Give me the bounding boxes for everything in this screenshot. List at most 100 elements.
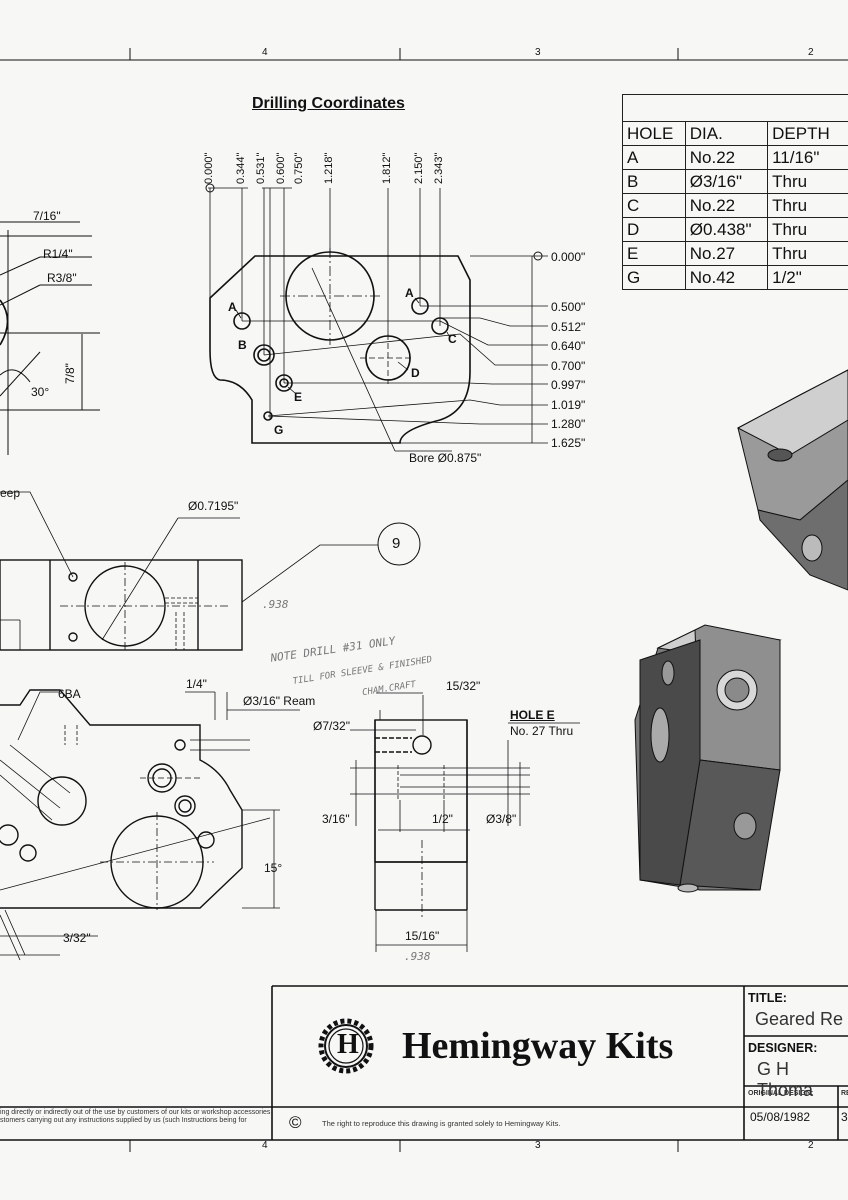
dia-label: Ø3/8": [486, 812, 517, 826]
table-header-cell: DIA.: [684, 121, 769, 146]
table-row: B Ø3/16" Thru: [622, 169, 848, 194]
hole-e-spec: No. 27 Thru: [510, 724, 574, 738]
table-cell: No.27: [684, 241, 769, 266]
bore-label: Bore Ø0.875": [409, 451, 482, 465]
table-cell: Thru: [767, 193, 848, 218]
table-cell: Ø3/16": [684, 169, 769, 194]
angle-label: 30°: [31, 385, 50, 399]
table-header-cell: DEPTH: [767, 121, 848, 146]
y-coord-label: 1.019": [551, 398, 586, 412]
table-row: D Ø0.438" Thru: [622, 217, 848, 242]
y-coord-label: 1.625": [551, 436, 586, 450]
zone-label-top: 3: [535, 47, 541, 58]
y-coord-label: 0.640": [551, 339, 586, 353]
table-cell: No.42: [684, 265, 769, 290]
x-coord-label: 2.150": [413, 152, 425, 184]
table-cell: B: [622, 169, 686, 194]
table-cell: No.22: [684, 145, 769, 170]
dia-label: Ø7/32": [313, 719, 350, 733]
disclaimer-text: ing directly or indirectly out of the us…: [0, 1109, 271, 1116]
logo-letter: H: [337, 1029, 359, 1060]
y-coord-label: 0.997": [551, 378, 586, 392]
x-coord-label: 2.343": [433, 152, 445, 184]
dim-label: 15/32": [446, 679, 481, 693]
hole-label-a: A: [405, 286, 414, 300]
dim-label: 15/16": [405, 929, 440, 943]
hand-note: .938: [262, 598, 289, 611]
x-coord-label: 0.600": [275, 152, 287, 184]
table-cell: No.22: [684, 193, 769, 218]
copyright-text: The right to reproduce this drawing is g…: [322, 1119, 561, 1128]
dim-label: 1/2": [432, 812, 453, 826]
x-coord-label: 0.000": [203, 152, 215, 184]
table-cell: Thru: [767, 217, 848, 242]
y-coord-label: 0.512": [551, 320, 586, 334]
radius-label: R3/8": [47, 271, 77, 285]
company-name: Hemingway Kits: [402, 1025, 674, 1067]
table-cell: 11/16": [767, 145, 848, 170]
table-cell: E: [622, 241, 686, 266]
drilling-title: Drilling Coordinates: [252, 95, 405, 112]
orig-design-label: ORIGINAL DESIGN:: [748, 1090, 814, 1097]
ream-label: Ø3/16" Ream: [243, 694, 316, 708]
table-row: E No.27 Thru: [622, 241, 848, 266]
hole-e-title: HOLE E: [510, 708, 555, 722]
disclaimer-text: stomers carrying out any instructions su…: [0, 1117, 247, 1124]
x-coord-label: 1.218": [323, 152, 335, 184]
dim-label: 3/32": [63, 931, 91, 945]
table-cell: A: [622, 145, 686, 170]
hole-label-b: B: [238, 338, 247, 352]
x-coord-label: 0.531": [255, 152, 267, 184]
copyright-icon: ©: [289, 1113, 302, 1132]
hole-table: HOLE DIA. DEPTH A No.22 11/16" B Ø3/16" …: [622, 94, 848, 290]
hole-label-d: D: [411, 366, 420, 380]
orig-design-value: 05/08/1982: [750, 1110, 811, 1124]
table-cell: Thru: [767, 169, 848, 194]
designer-label: DESIGNER:: [748, 1041, 818, 1055]
table-row: G No.42 1/2": [622, 265, 848, 290]
zone-label-top: 4: [262, 47, 268, 58]
leader-label: eep: [0, 486, 21, 500]
hand-note: .938: [404, 950, 431, 963]
table-header-row: HOLE DIA. DEPTH: [622, 121, 848, 146]
table-cell: C: [622, 193, 686, 218]
table-cell: G: [622, 265, 686, 290]
x-coord-label: 0.344": [235, 152, 247, 184]
zone-label-bottom: 4: [262, 1140, 268, 1151]
y-coord-label: 0.500": [551, 300, 586, 314]
rev-value: 3: [841, 1110, 848, 1124]
rev-label: RE: [841, 1090, 848, 1097]
dim-label: 1/4": [186, 677, 207, 691]
zone-label-top: 2: [808, 47, 814, 58]
table-cell: Thru: [767, 241, 848, 266]
table-row: [622, 94, 848, 122]
table-cell: Ø0.438": [684, 217, 769, 242]
table-cell: 1/2": [767, 265, 848, 290]
hole-label-c: C: [448, 332, 457, 346]
title-value: Geared Re: [755, 1009, 844, 1029]
radius-label: R1/4": [43, 247, 73, 261]
table-cell: D: [622, 217, 686, 242]
angle-label: 15°: [264, 861, 283, 875]
zone-label-bottom: 2: [808, 1140, 814, 1151]
y-coord-label: 0.000": [551, 250, 586, 264]
dim-label: 7/16": [33, 209, 61, 223]
dim-label: 7/8": [63, 363, 77, 384]
designer-value: G H Thoma: [757, 1059, 814, 1100]
table-header-cell: HOLE: [622, 121, 686, 146]
dim-label: 3/16": [322, 812, 350, 826]
balloon-number: 9: [392, 535, 401, 552]
zone-label-bottom: 3: [535, 1140, 541, 1151]
title-label: TITLE:: [748, 991, 787, 1005]
hole-label-g: G: [274, 423, 284, 437]
y-coord-label: 1.280": [551, 417, 586, 431]
thread-label: 6BA: [58, 687, 81, 701]
y-coord-label: 0.700": [551, 359, 586, 373]
x-coord-label: 0.750": [293, 152, 305, 184]
hole-label-e: E: [294, 390, 303, 404]
hole-label-a: A: [228, 300, 237, 314]
dia-label: Ø0.7195": [188, 499, 239, 513]
table-row: A No.22 11/16": [622, 145, 848, 170]
table-row: C No.22 Thru: [622, 193, 848, 218]
